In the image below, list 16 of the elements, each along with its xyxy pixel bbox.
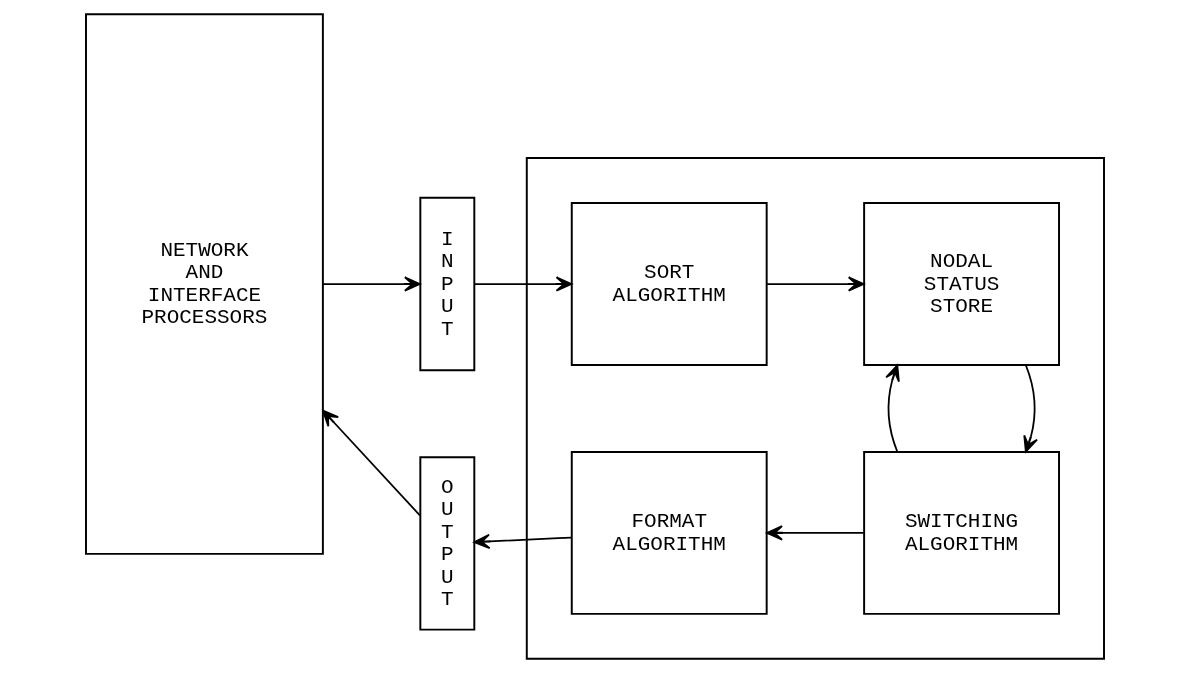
arrow: [473, 533, 573, 550]
arrow: [322, 276, 421, 292]
node-box: SWITCHING ALGORITHM: [863, 450, 1060, 615]
node-box: OUTPUT: [419, 456, 476, 631]
node-box: NODAL STATUS STORE: [863, 202, 1060, 366]
node-box: INPUT: [419, 196, 476, 372]
arrow: [1023, 364, 1038, 453]
arrow: [766, 525, 865, 541]
arrow: [766, 276, 865, 292]
node-box: SORT ALGORITHM: [570, 202, 768, 366]
cluster: [525, 157, 1105, 660]
node-box: NETWORK AND INTERFACE PROCESSORS: [85, 13, 324, 555]
node-box: FORMAT ALGORITHM: [570, 450, 768, 615]
arrow: [322, 409, 421, 517]
arrow: [473, 276, 573, 292]
arrow: [885, 364, 900, 453]
